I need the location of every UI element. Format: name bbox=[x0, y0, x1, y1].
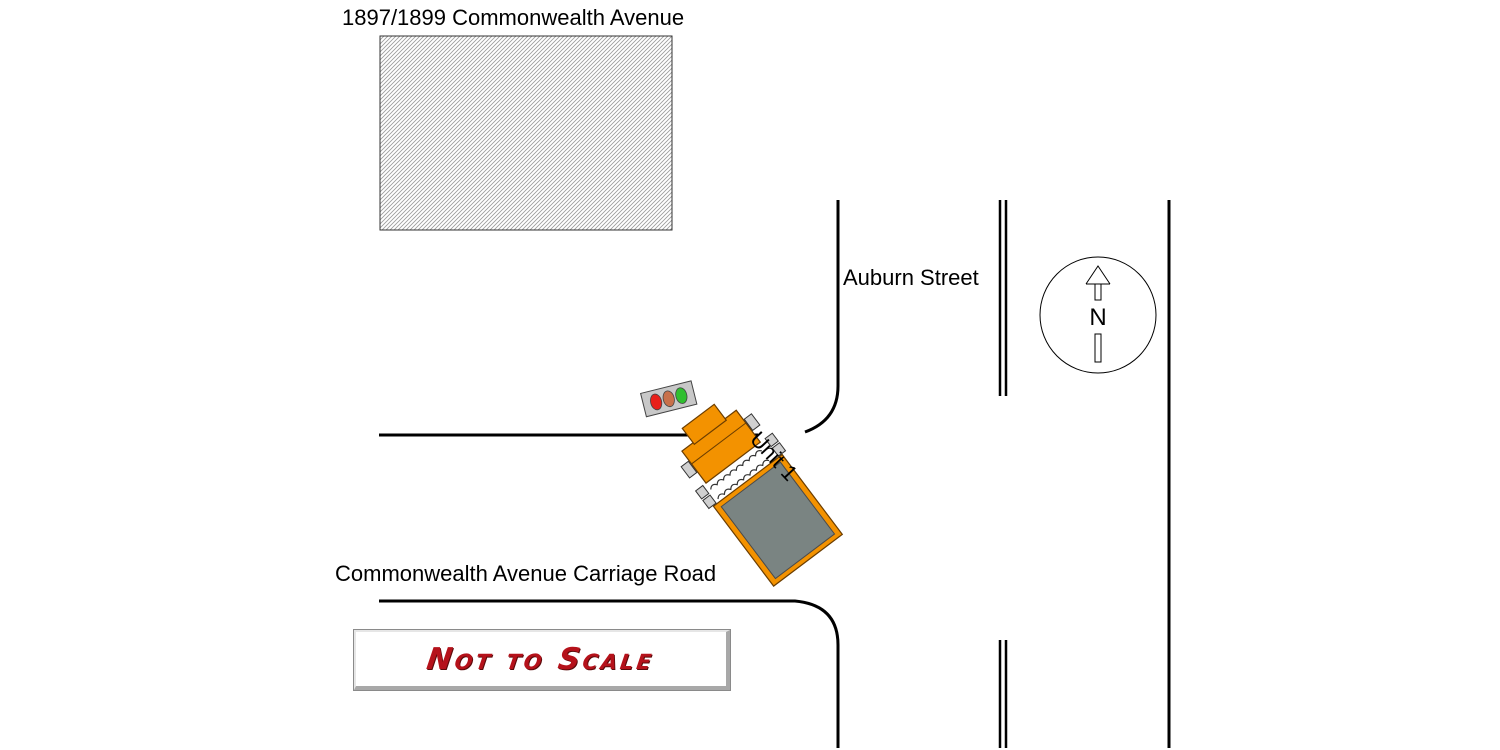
building-footprint bbox=[379, 35, 673, 231]
vehicle-unit-1-icon bbox=[680, 403, 844, 587]
curb-commonwealth-north-auburn-west bbox=[379, 200, 840, 437]
auburn-street-label: Auburn Street bbox=[843, 265, 979, 290]
not-to-scale-text: Not to Scale bbox=[424, 641, 658, 677]
median-double-line-north bbox=[998, 200, 1008, 396]
signal-amber-lamp bbox=[662, 390, 675, 408]
signal-red-lamp bbox=[650, 393, 663, 411]
signal-green-lamp bbox=[675, 387, 688, 404]
compass-north-letter: N bbox=[1089, 304, 1107, 331]
median-double-line-south bbox=[998, 640, 1008, 748]
building-label: 1897/1899 Commonwealth Avenue bbox=[342, 5, 685, 30]
curb-carriage-road-south bbox=[379, 599, 840, 748]
not-to-scale-banner: Not to Scale bbox=[353, 629, 731, 691]
traffic-signal-icon bbox=[639, 380, 698, 418]
north-arrow-icon bbox=[1039, 256, 1157, 374]
carriage-road-label: Commonwealth Avenue Carriage Road bbox=[335, 561, 717, 586]
